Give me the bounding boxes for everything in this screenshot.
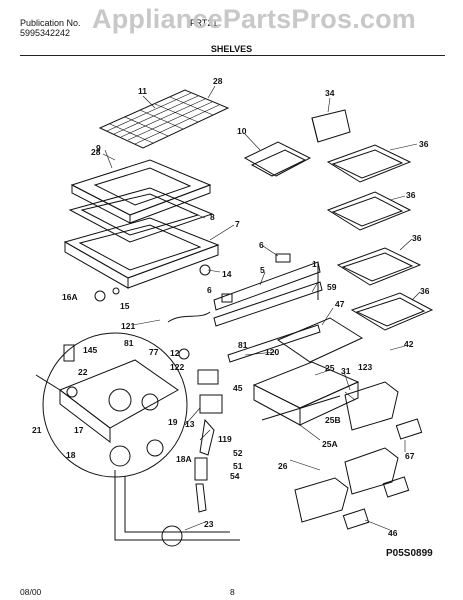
leader-lines — [102, 85, 421, 531]
callout-54: 54 — [230, 471, 240, 481]
callout-16a: 16A — [62, 292, 78, 302]
air-duct — [167, 311, 211, 323]
callout-28a: 28 — [213, 76, 223, 86]
callout-51: 51 — [233, 461, 243, 471]
wire-shelf — [98, 89, 230, 149]
callout-19: 19 — [168, 417, 178, 427]
callout-36d: 36 — [420, 286, 430, 296]
callout-5: 5 — [260, 265, 265, 275]
callout-31: 31 — [341, 366, 351, 376]
knob — [94, 290, 106, 302]
glass-shelves — [326, 144, 434, 331]
callout-6b: 6 — [207, 285, 212, 295]
callout-67: 67 — [405, 451, 415, 461]
footer-date: 08/00 — [20, 587, 42, 597]
callout-10: 10 — [237, 126, 247, 136]
crisper-glass — [276, 317, 364, 363]
callout-11: 11 — [138, 86, 147, 96]
callout-13: 13 — [185, 419, 195, 429]
watermark: AppliancePartsPros.com — [92, 4, 417, 34]
footer-page: 8 — [230, 587, 235, 597]
detail-circle — [35, 332, 188, 478]
callout-23: 23 — [204, 519, 214, 529]
callout-36c: 36 — [412, 233, 422, 243]
callout-77: 77 — [149, 347, 159, 357]
callout-1: 1 — [312, 259, 317, 269]
callout-6a: 6 — [259, 240, 264, 250]
callout-12: 12 — [170, 348, 180, 358]
callout-34: 34 — [325, 88, 335, 98]
cabinet-corner — [114, 470, 240, 547]
callout-52: 52 — [233, 448, 243, 458]
control-parts — [178, 348, 223, 513]
callout-26: 26 — [278, 461, 288, 471]
callout-36a: 36 — [419, 139, 429, 149]
tray-shelf — [70, 159, 212, 224]
damper — [199, 264, 211, 276]
shelf-rails — [213, 261, 323, 363]
callout-28b: 28 — [91, 147, 101, 157]
callout-14: 14 — [222, 269, 232, 279]
callout-36b: 36 — [406, 190, 416, 200]
callout-25b: 25B — [325, 415, 341, 425]
callout-121: 121 — [121, 321, 136, 331]
model-number: FRT21 — [190, 18, 218, 28]
callout-119: 119 — [218, 434, 232, 444]
dairy-bin — [311, 109, 351, 143]
callout-59: 59 — [327, 282, 337, 292]
callout-145: 145 — [83, 345, 98, 355]
callout-122: 122 — [170, 362, 185, 372]
bracket-top — [275, 253, 291, 263]
drawer-fronts — [342, 418, 423, 530]
figure-code: P05S0899 — [386, 548, 433, 559]
callout-45: 45 — [233, 383, 243, 393]
pans — [294, 381, 399, 523]
callout-7: 7 — [235, 219, 240, 229]
callout-25a: 25A — [322, 439, 338, 449]
crisper-drawer — [252, 361, 360, 426]
callout-46: 46 — [388, 528, 398, 538]
callout-9: 9 — [96, 143, 101, 153]
callout-17: 17 — [74, 425, 84, 435]
knob-insert — [112, 287, 120, 295]
header-rule — [20, 55, 445, 56]
callout-123: 123 — [358, 362, 373, 372]
callout-22: 22 — [78, 367, 88, 377]
callout-120: 120 — [265, 347, 280, 357]
callout-47: 47 — [335, 299, 345, 309]
callout-81b: 81 — [238, 340, 248, 350]
callout-18: 18 — [66, 450, 76, 460]
publication-number: 5995342242 — [20, 28, 71, 38]
callout-15: 15 — [120, 301, 130, 311]
crisper-cover — [63, 217, 220, 289]
egg-tray — [243, 141, 312, 177]
callout-81a: 81 — [124, 338, 134, 348]
callout-18a: 18A — [176, 454, 192, 464]
callout-25: 25 — [325, 363, 335, 373]
publication-label: Publication No. — [20, 18, 81, 28]
callout-21: 21 — [32, 425, 42, 435]
bracket — [221, 293, 233, 303]
callout-8: 8 — [210, 212, 215, 222]
callout-42: 42 — [404, 339, 414, 349]
section-title: SHELVES — [210, 44, 253, 54]
